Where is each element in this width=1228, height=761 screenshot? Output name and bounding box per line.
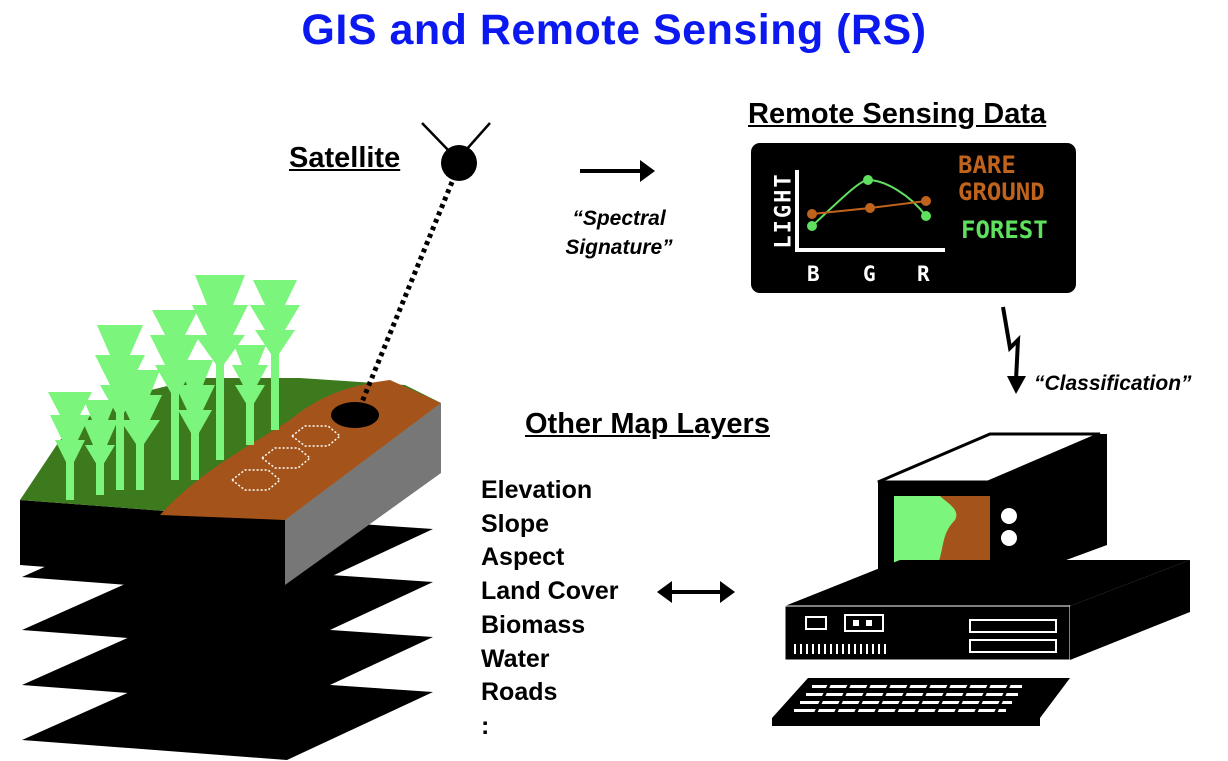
bare-point-r — [921, 196, 931, 206]
page-title: GIS and Remote Sensing (RS) — [301, 6, 927, 54]
footprint-ellipse — [331, 402, 379, 428]
terrain-block-icon — [20, 378, 441, 585]
lightning-arrow-icon — [1001, 306, 1026, 394]
bare-point-b — [807, 209, 817, 219]
plot-axes — [795, 170, 945, 252]
spectral-signature-quote: “Spectral Signature” — [565, 207, 673, 259]
legend-forest: FOREST — [961, 216, 1048, 244]
double-arrow-icon — [657, 581, 735, 603]
forest-point-b — [807, 221, 817, 231]
satellite-icon — [421, 122, 491, 181]
list-item: : — [481, 711, 490, 740]
arrow-right-icon — [580, 160, 655, 182]
list-item: Biomass — [481, 610, 586, 639]
other-layers-title: Other Map Layers — [525, 408, 770, 440]
forest-point-r — [921, 211, 931, 221]
bare-point-g — [865, 203, 875, 213]
computer-icon — [772, 432, 1190, 726]
list-item: Roads — [481, 678, 558, 707]
legend-bare-line2: GROUND — [958, 178, 1045, 206]
axis-tick-g: G — [863, 262, 876, 286]
layers-list: Elevation Slope Aspect Land Cover Biomas… — [481, 474, 619, 744]
satellite-label: Satellite — [289, 142, 401, 174]
list-item: Elevation — [481, 476, 593, 504]
rs-data-title: Remote Sensing Data — [748, 98, 1047, 130]
forest-point-g — [863, 175, 873, 185]
list-item: Land Cover — [481, 577, 619, 606]
classification-quote: “Classification” — [1034, 372, 1192, 395]
legend-bare-line1: BARE — [958, 151, 1016, 179]
list-item: Aspect — [481, 543, 565, 572]
forest-trees — [48, 275, 300, 500]
legend-bare-ground: BARE GROUND — [958, 152, 1045, 206]
remote-sensing-panel — [751, 143, 1076, 293]
axis-y-label: LIGHT — [771, 172, 797, 249]
list-item: Water — [481, 644, 550, 673]
list-item: Slope — [481, 509, 550, 538]
axis-tick-r: R — [917, 262, 930, 286]
axis-tick-b: B — [807, 262, 820, 286]
